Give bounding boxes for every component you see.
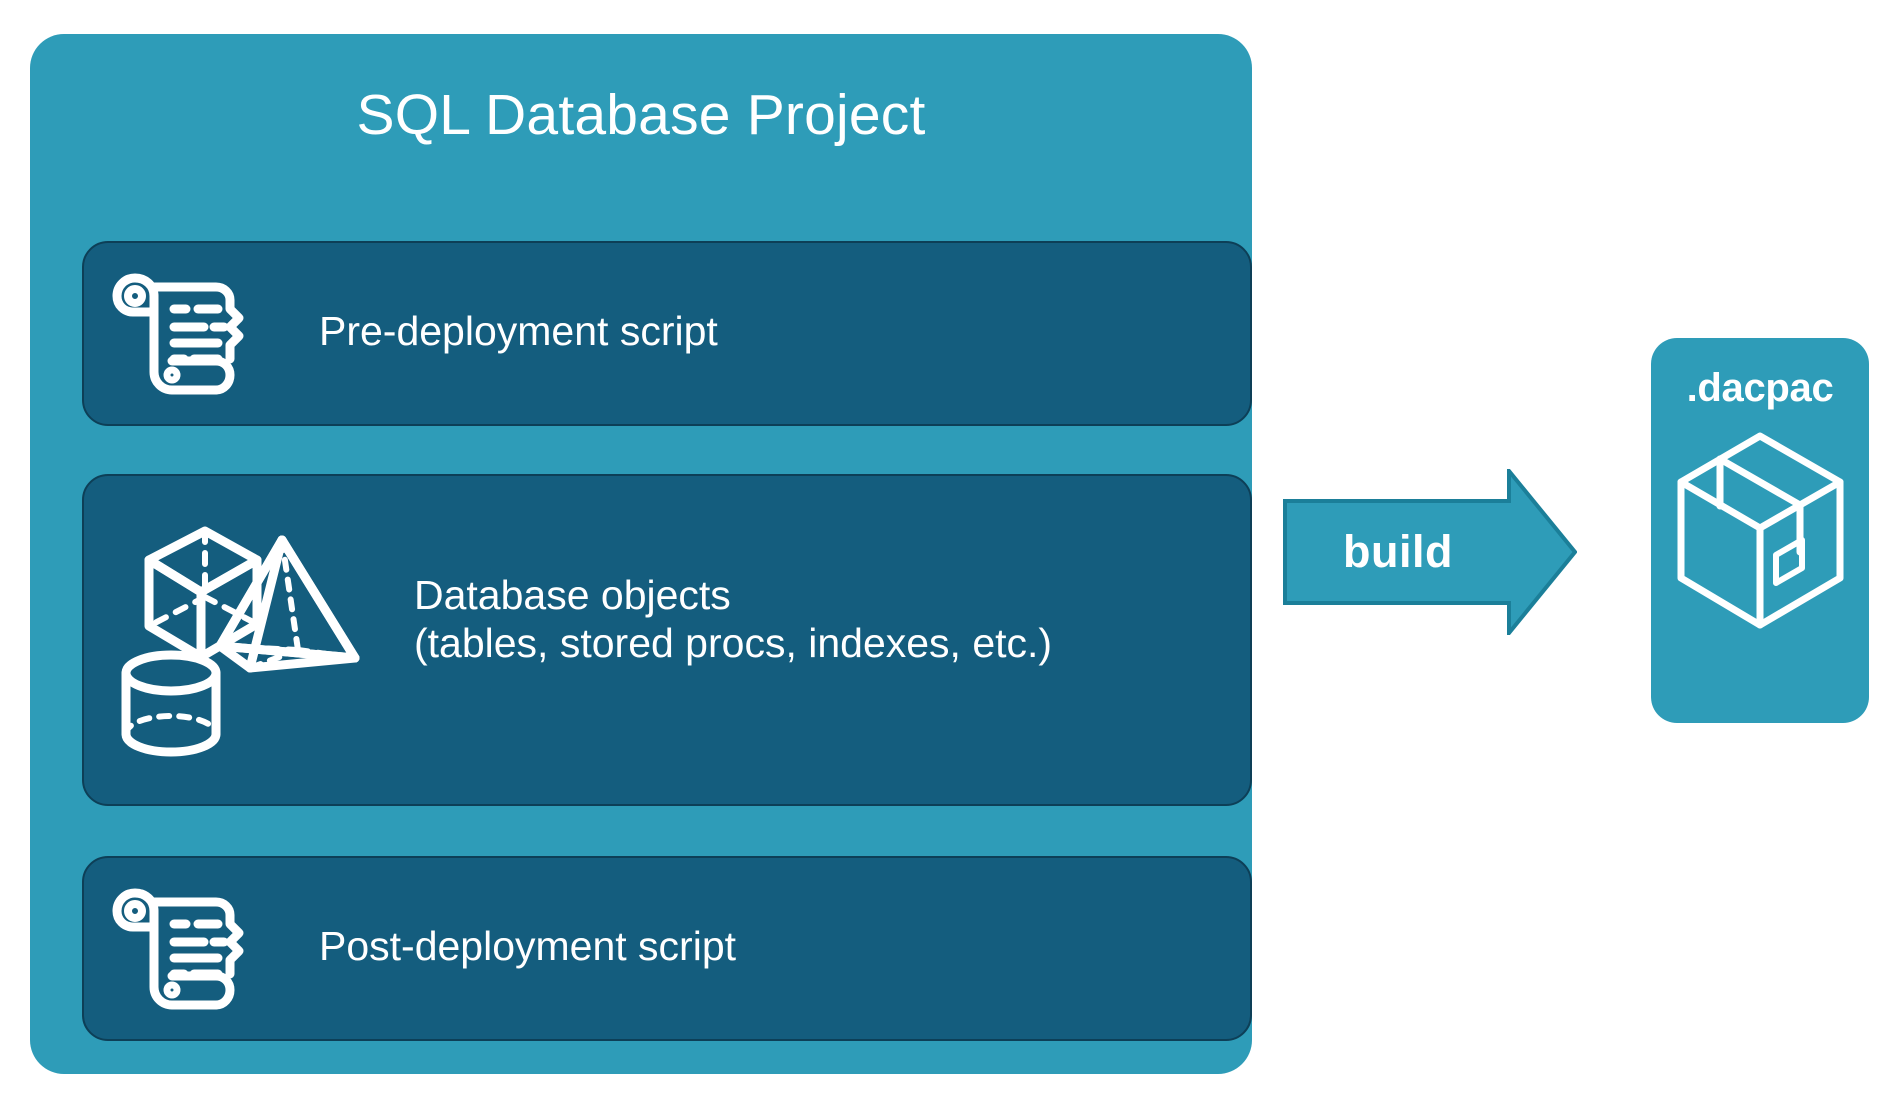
card-pre-deployment-label: Pre-deployment script — [319, 308, 718, 354]
sql-database-project-container: SQL Database Project — [30, 34, 1252, 1074]
package-box-icon — [1668, 428, 1853, 633]
dacpac-title: .dacpac — [1686, 366, 1834, 410]
right-arrow-icon — [1283, 465, 1578, 639]
scroll-icon — [106, 884, 251, 1014]
3d-shapes-icon — [102, 498, 402, 783]
card-pre-deployment-script[interactable]: Pre-deployment script — [82, 241, 1252, 426]
card-database-objects[interactable]: Database objects(tables, stored procs, i… — [82, 474, 1252, 806]
scroll-icon — [106, 269, 251, 399]
card-database-objects-line1: Database objects — [414, 572, 731, 618]
card-database-objects-label: Database objects(tables, stored procs, i… — [414, 571, 1052, 668]
card-database-objects-line2: (tables, stored procs, indexes, etc.) — [414, 620, 1053, 667]
card-post-deployment-label: Post-deployment script — [319, 923, 737, 969]
project-title: SQL Database Project — [356, 83, 926, 147]
card-post-deployment-script[interactable]: Post-deployment script — [82, 856, 1252, 1041]
dacpac-output-container[interactable]: .dacpac — [1651, 338, 1869, 723]
